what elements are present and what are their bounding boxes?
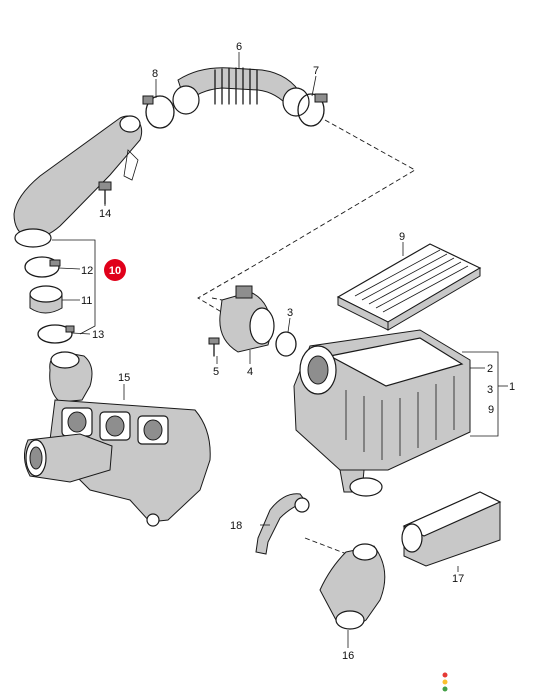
callout-badge-text: 10 (109, 265, 121, 277)
label-part-7: 7 (313, 65, 319, 77)
callout-badge-circle (104, 259, 126, 281)
sleeve-11 (29, 285, 63, 314)
label-part-14: 14 (99, 208, 111, 220)
intake-duct-17 (401, 491, 502, 567)
label-part-1: 1 (509, 381, 515, 393)
label-part-11: 11 (81, 295, 92, 307)
status-dot-yellow (442, 679, 448, 685)
part-number-labels: 6 8 7 14 12 11 13 15 9 3 5 4 2 3 1 9 18 … (81, 41, 515, 662)
bolt-14 (98, 181, 112, 205)
label-part-8: 8 (152, 68, 158, 80)
air-mass-meter-4 (219, 285, 275, 353)
label-part-16: 16 (342, 650, 354, 662)
label-part-3-seal: 3 (287, 307, 293, 319)
label-part-9-housing: 9 (488, 404, 494, 416)
label-part-6: 6 (236, 41, 242, 53)
callout-badge-10[interactable]: 10 (104, 259, 126, 281)
breather-hose-18 (255, 493, 310, 555)
label-part-3-housing: 3 (487, 384, 493, 396)
label-part-5: 5 (213, 366, 219, 378)
air-filter-element-9 (336, 243, 482, 331)
label-part-12: 12 (81, 265, 93, 277)
leader-lines (52, 52, 508, 648)
dashed-guide-lines (197, 119, 446, 557)
turbocharger-15 (24, 351, 211, 527)
status-dot-red (442, 672, 448, 678)
status-dot-green (442, 686, 448, 692)
label-part-9-filter: 9 (399, 231, 405, 243)
label-part-2: 2 (487, 363, 493, 375)
label-part-13: 13 (92, 329, 104, 341)
hose-clamp-8 (142, 95, 175, 129)
label-part-4: 4 (247, 366, 253, 378)
clamp-12 (24, 256, 61, 278)
label-part-17: 17 (452, 573, 464, 585)
air-filter-housing-1 (293, 329, 471, 497)
connection-hose-6 (172, 67, 310, 117)
status-dots (442, 672, 448, 692)
screw-5 (208, 337, 220, 357)
hose-clamp-7 (297, 93, 328, 127)
intake-hose-16 (319, 543, 386, 630)
label-part-18: 18 (230, 520, 242, 532)
label-part-15: 15 (118, 372, 130, 384)
charge-air-pipe (13, 115, 143, 248)
clamp-13 (37, 324, 75, 344)
seal-ring-3 (275, 331, 297, 357)
